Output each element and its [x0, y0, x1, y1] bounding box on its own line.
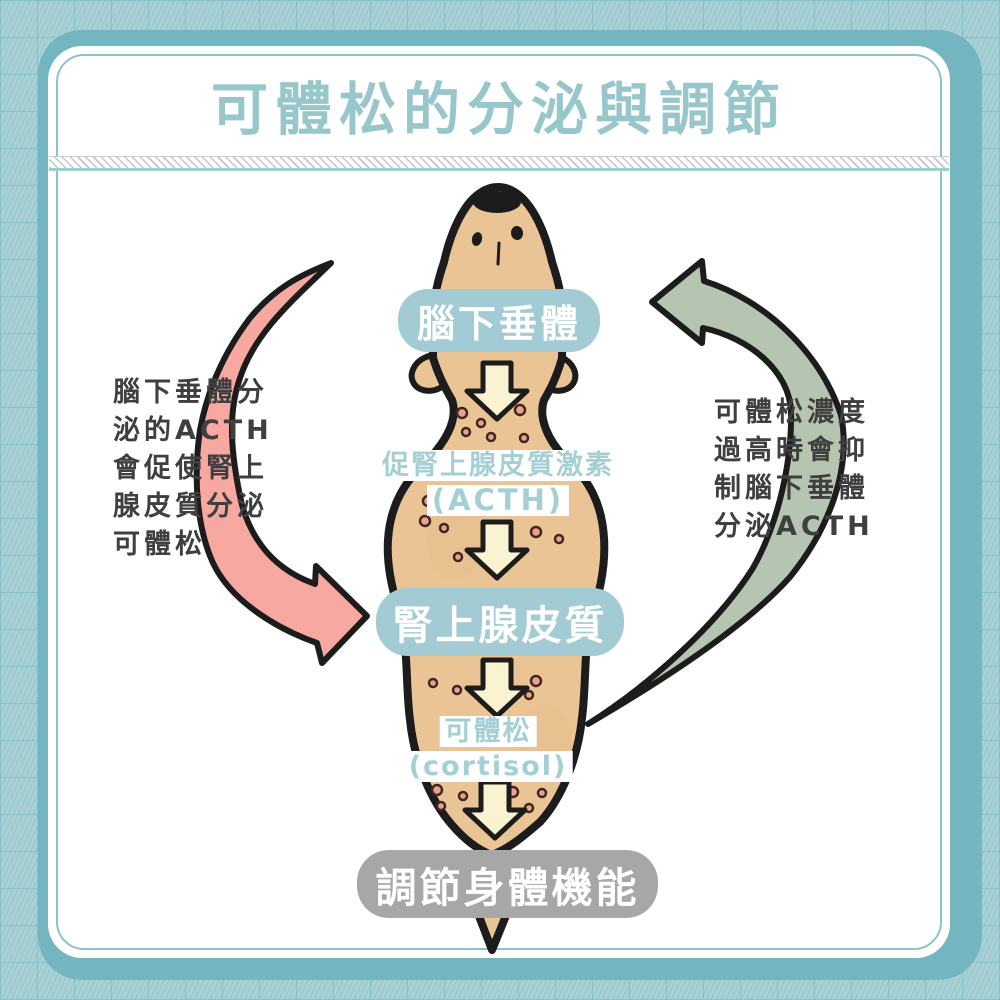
right-note-line: 分泌ACTH [714, 511, 874, 542]
cortisol-name: 可體松 [439, 716, 537, 747]
left-note-line: 會促使腎上 [113, 453, 268, 484]
stimulation-arrow-pink-icon [193, 260, 370, 666]
dog-eye-right [510, 226, 524, 240]
pituitary-box: 腦下垂體 [398, 289, 600, 352]
page-title: 可體松的分泌與調節 [211, 77, 787, 143]
acth-abbr: (ACTH) [426, 485, 570, 516]
outcome-box: 調節身體機能 [357, 850, 658, 918]
dog-nose-icon [473, 191, 521, 213]
card-inner-border [56, 54, 942, 950]
dog-eye-left [471, 232, 483, 246]
left-note-line: 泌的ACTH [113, 415, 273, 446]
acth-name: 促腎上腺皮質激素 [377, 450, 619, 481]
cortisol-abbr: (cortisol) [403, 751, 573, 782]
acth-label: 促腎上腺皮質激素 (ACTH) [377, 450, 619, 516]
title-divider-hatch [49, 156, 949, 168]
right-note-line: 制腦下垂體 [714, 473, 869, 504]
dog-muzzle-line [496, 241, 501, 266]
left-note-line: 腺皮質分泌 [113, 491, 268, 522]
right-note-line: 過高時會抑 [714, 435, 869, 466]
left-note: 腦下垂體分 泌的ACTH 會促使腎上 腺皮質分泌 可體松 [113, 374, 273, 564]
adrenal-cortex-box: 腎上腺皮質 [376, 588, 624, 656]
left-note-line: 可體松 [113, 529, 206, 560]
left-note-line: 腦下垂體分 [113, 377, 268, 408]
right-note-line: 可體松濃度 [714, 397, 869, 428]
right-note: 可體松濃度 過高時會抑 制腦下垂體 分泌ACTH [714, 394, 874, 546]
cortisol-label: 可體松 (cortisol) [403, 716, 573, 782]
feedback-arrow-green-icon [585, 258, 847, 727]
title-divider-line [49, 168, 949, 171]
fur-patch [427, 500, 483, 580]
